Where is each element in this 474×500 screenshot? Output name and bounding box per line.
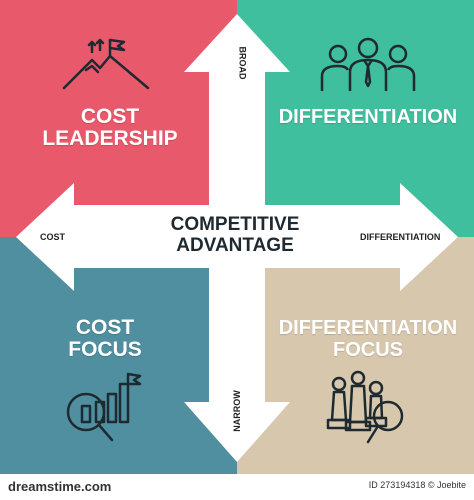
mountain-flag-icon xyxy=(62,38,150,90)
differentiation-focus-title: DIFFERENTIATION FOCUS xyxy=(262,317,474,361)
axis-arrows xyxy=(0,0,474,474)
cross-arrow-shape xyxy=(16,14,458,462)
quadrant-differentiation-focus xyxy=(237,237,474,474)
center-title-line1: COMPETITIVE xyxy=(170,214,300,235)
axis-label-differentiation: DIFFERENTIATION xyxy=(360,232,441,242)
cost-leadership-line1: COST xyxy=(80,105,140,128)
competitive-advantage-title: COMPETITIVE ADVANTAGE xyxy=(150,214,320,256)
team-icon xyxy=(320,37,416,91)
dreamstime-logo: dreamstime.com xyxy=(8,479,112,494)
chess-magnifier-icon xyxy=(326,370,404,444)
differentiation-focus-line1: DIFFERENTIATION xyxy=(278,317,458,339)
differentiation-focus-line2: FOCUS xyxy=(333,339,403,361)
axis-label-broad: BROAD xyxy=(237,46,248,80)
differentiation-title: DIFFERENTIATION xyxy=(262,106,474,128)
cost-leadership-line2: LEADERSHIP xyxy=(42,127,178,150)
image-id-credit: ID 273194318 © Joebite xyxy=(368,480,466,490)
quadrant-cost-leadership xyxy=(0,0,237,237)
differentiation-line1: DIFFERENTIATION xyxy=(278,106,458,128)
cost-focus-line1: COST xyxy=(75,316,135,339)
axis-label-cost: COST xyxy=(40,232,66,242)
quadrant-cost-focus xyxy=(0,237,237,474)
magnifier-bar-chart-icon xyxy=(66,372,142,442)
axis-label-narrow: NARROW xyxy=(231,390,242,432)
center-title-line2: ADVANTAGE xyxy=(176,235,294,256)
quadrant-differentiation xyxy=(237,0,474,237)
cost-focus-title: COST FOCUS xyxy=(20,317,190,361)
footer-bar: dreamstime.com ID 273194318 © Joebite xyxy=(0,474,474,500)
cost-leadership-title: COST LEADERSHIP xyxy=(25,106,195,150)
cost-focus-line2: FOCUS xyxy=(68,338,142,361)
